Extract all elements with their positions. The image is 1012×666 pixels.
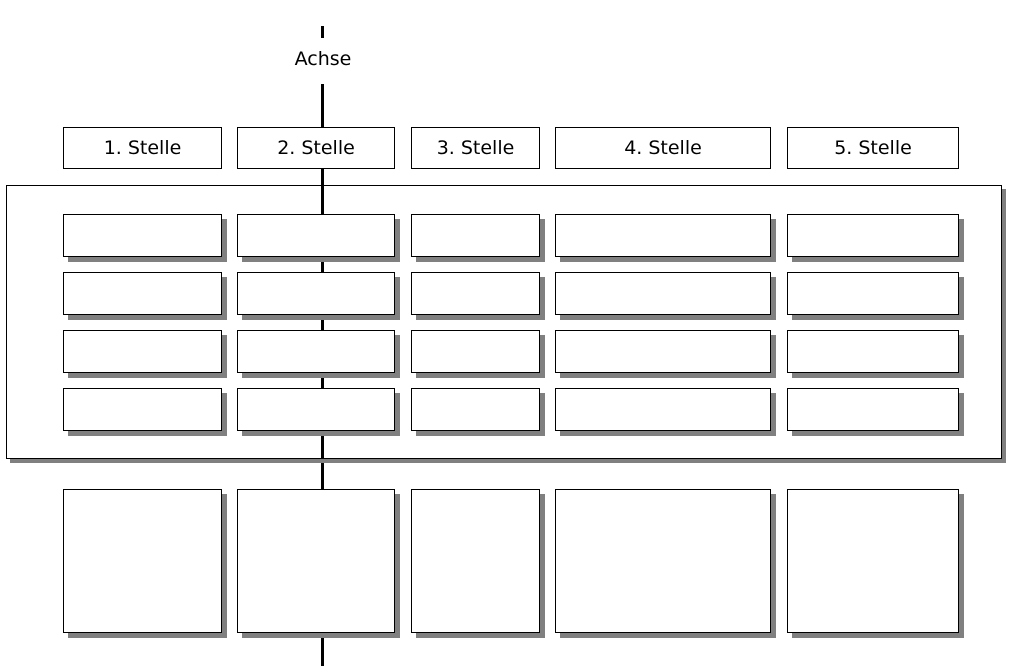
grid-cell (787, 330, 959, 373)
column-header-2: 2. Stelle (237, 127, 395, 169)
grid-cell (63, 214, 222, 257)
bottom-box-2 (237, 489, 395, 633)
group-frame (6, 185, 1002, 459)
column-header-1: 1. Stelle (63, 127, 222, 169)
grid-cell (555, 330, 771, 373)
grid-cell (787, 388, 959, 431)
grid-cell (411, 388, 540, 431)
column-header-4: 4. Stelle (555, 127, 771, 169)
grid-cell (63, 272, 222, 315)
grid-cell (411, 272, 540, 315)
bottom-box-5 (787, 489, 959, 633)
grid-cell (237, 330, 395, 373)
column-header-3: 3. Stelle (411, 127, 540, 169)
axis-line-middle (321, 169, 324, 489)
axis-line-bottom (321, 633, 324, 666)
grid-cell (555, 272, 771, 315)
axis-line-dash-top (321, 26, 324, 38)
axis-line-upper (321, 84, 324, 128)
column-header-5: 5. Stelle (787, 127, 959, 169)
axis-label: Achse (294, 48, 352, 70)
grid-cell (411, 330, 540, 373)
grid-cell (63, 330, 222, 373)
bottom-box-3 (411, 489, 540, 633)
grid-cell (237, 272, 395, 315)
grid-cell (411, 214, 540, 257)
bottom-box-4 (555, 489, 771, 633)
grid-cell (555, 388, 771, 431)
bottom-box-1 (63, 489, 222, 633)
grid-cell (237, 214, 395, 257)
grid-cell (787, 214, 959, 257)
grid-cell (555, 214, 771, 257)
grid-cell (63, 388, 222, 431)
grid-cell (237, 388, 395, 431)
grid-cell (787, 272, 959, 315)
